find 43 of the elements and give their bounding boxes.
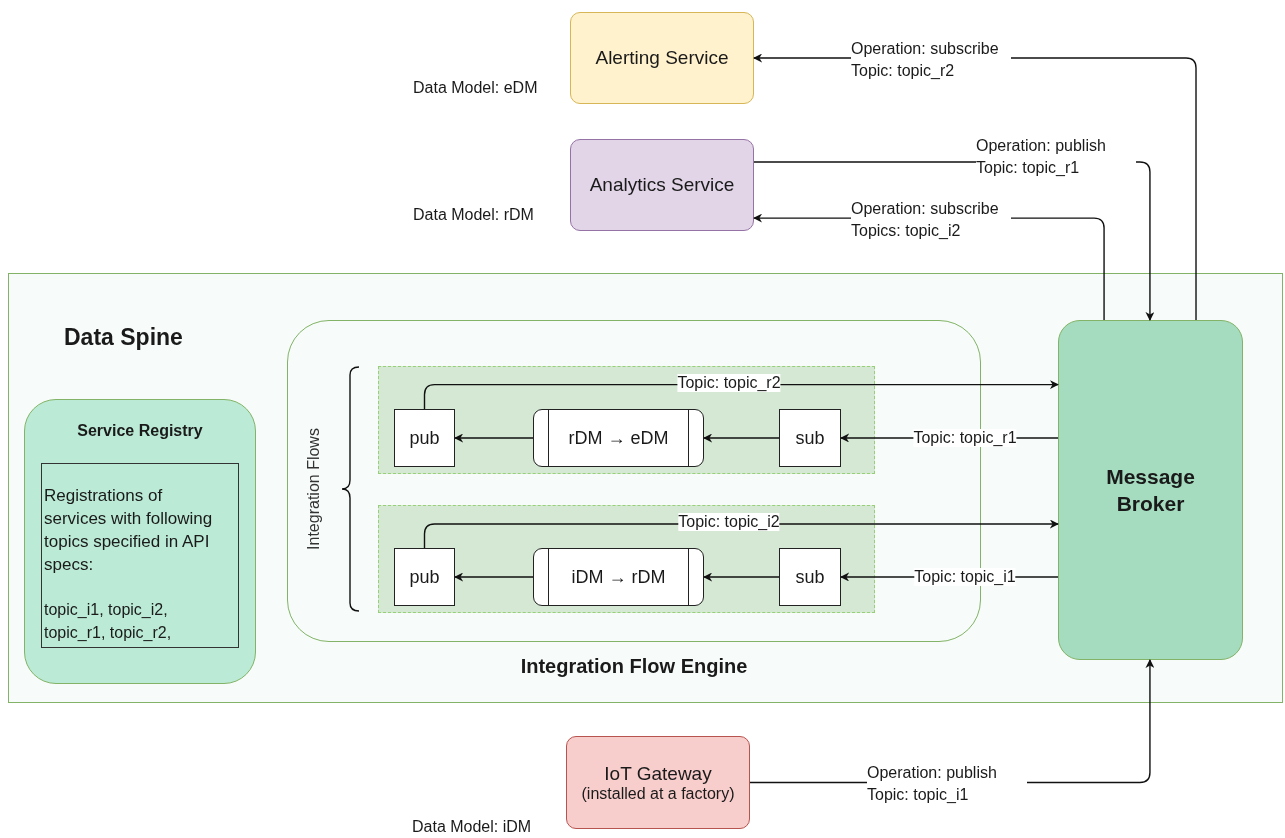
- arrow: [454, 572, 534, 582]
- note-text: topic_i1, topic_i2, topic_r1, topic_r2,: [44, 600, 173, 643]
- node-label: pub: [409, 427, 440, 449]
- data-model-label: Data Model: iDM: [412, 818, 532, 836]
- endpoint-box: [394, 409, 455, 467]
- node-label: sub: [795, 566, 825, 588]
- node-label: Analytics Service: [589, 174, 735, 196]
- broker-box: [1058, 320, 1243, 660]
- arrow: [703, 433, 780, 443]
- registry-panel: [24, 399, 256, 684]
- platform-band: [8, 273, 1283, 703]
- data-model-label: Data Model: eDM: [413, 79, 538, 97]
- node-label: iDM → rDM: [571, 566, 666, 588]
- note-text: Registrations of services with following topics specified in API specs:: [44, 485, 214, 576]
- container-heading: Integration Flow Engine: [519, 655, 749, 678]
- band-heading: Data Spine: [64, 324, 183, 351]
- arrow: [703, 572, 780, 582]
- process-box: [533, 548, 704, 606]
- panel-heading: Service Registry: [77, 422, 203, 440]
- node-label: IoT Gateway: [604, 762, 712, 785]
- flow-group: [378, 505, 875, 613]
- edge-label: Topic: topic_i1: [914, 568, 1016, 586]
- node-label: sub: [795, 427, 825, 449]
- endpoint-box: [779, 548, 841, 606]
- node-label: rDM → eDM: [568, 427, 669, 449]
- note-box: [41, 463, 239, 648]
- edge-label: Topic: topic_r2: [677, 374, 781, 392]
- gateway-box: [566, 736, 750, 829]
- node-label: Alerting Service: [595, 47, 729, 69]
- edge-label: Topic: topic_i2: [678, 513, 780, 531]
- node-label: Message Broker: [1105, 464, 1196, 517]
- arrow: [454, 433, 534, 443]
- node-label: pub: [409, 566, 440, 588]
- group-label: Integration Flows: [305, 428, 323, 550]
- node-label: (installed at a factory): [581, 784, 735, 803]
- data-model-label: Data Model: rDM: [413, 206, 534, 224]
- edge-label: Topic: topic_r1: [913, 429, 1017, 447]
- service-box: [570, 12, 754, 104]
- endpoint-box: [779, 409, 841, 467]
- endpoint-box: [394, 548, 455, 606]
- process-box: [533, 409, 704, 467]
- flow-group: [378, 366, 875, 474]
- service-box: [570, 139, 754, 231]
